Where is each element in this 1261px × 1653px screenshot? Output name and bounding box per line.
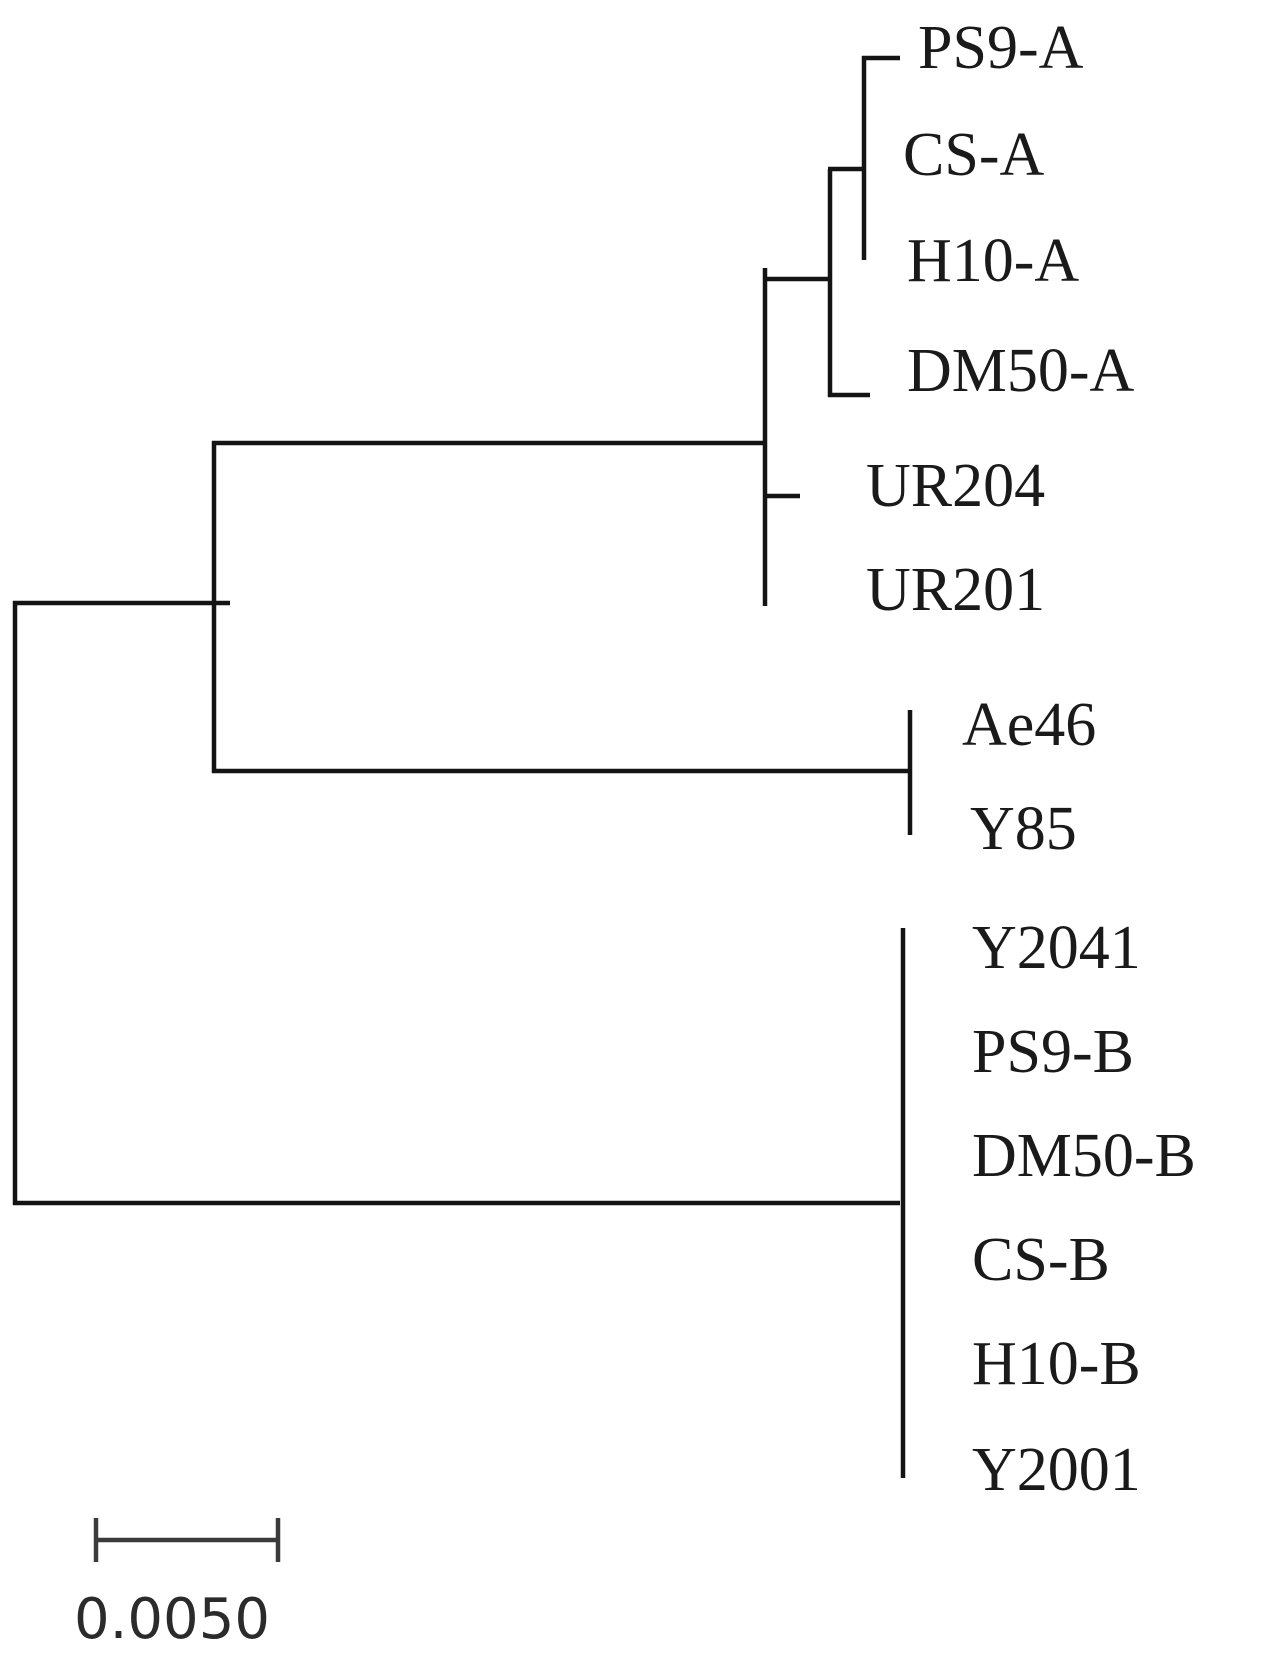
leaf-label-h10-b: H10-B	[972, 1330, 1141, 1398]
leaf-label-y2001: Y2001	[972, 1436, 1141, 1504]
leaf-label-ps9-a: PS9-A	[918, 14, 1084, 82]
leaf-label-h10-a: H10-A	[907, 227, 1079, 295]
scale-bar: 0.0050	[74, 1518, 281, 1652]
scale-bar-label: 0.0050	[74, 1587, 270, 1652]
leaf-label-ur201: UR201	[866, 556, 1045, 624]
leaf-label-ps9-b: PS9-B	[972, 1018, 1134, 1086]
leaf-label-ae46: Ae46	[962, 691, 1096, 759]
leaf-label-y2041: Y2041	[972, 914, 1141, 982]
leaf-label-y85: Y85	[970, 795, 1077, 863]
leaf-label-dm50-b: DM50-B	[972, 1122, 1196, 1190]
leaf-label-cs-a: CS-A	[903, 121, 1044, 189]
leaf-label-dm50-a: DM50-A	[907, 337, 1135, 405]
leaf-label-ur204: UR204	[866, 452, 1045, 520]
leaf-label-cs-b: CS-B	[972, 1226, 1110, 1294]
